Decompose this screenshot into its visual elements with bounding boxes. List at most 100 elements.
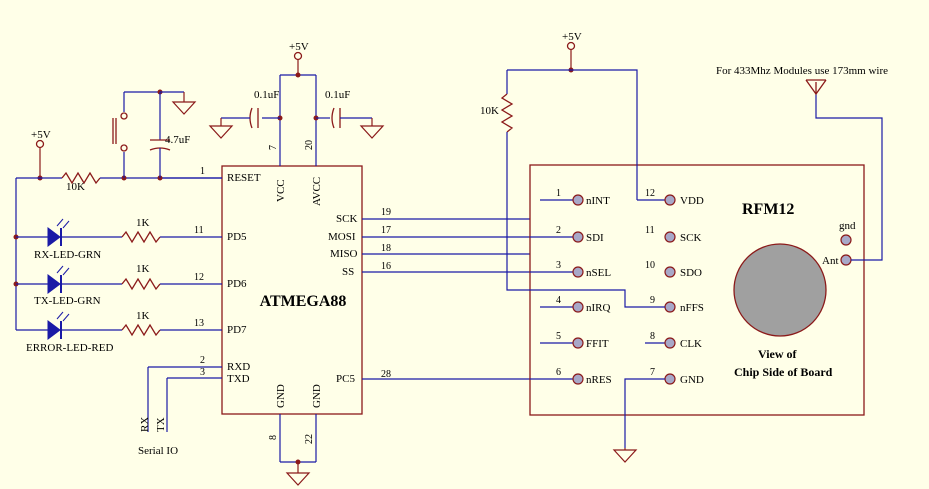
pin-gnd1-name: GND [275, 384, 287, 408]
svg-text:12: 12 [645, 188, 655, 199]
rfm12-title: RFM12 [742, 201, 794, 218]
mcu-name: ATMEGA88 [260, 293, 347, 310]
svg-text:nRES: nRES [586, 374, 612, 386]
svg-text:9: 9 [650, 295, 655, 306]
pin-reset-num: 1 [200, 166, 205, 177]
antenna-note: For 433Mhz Modules use 173mm wire [716, 65, 888, 77]
serial-rx-label: RX [139, 417, 151, 432]
pin-ss-name: SS [342, 266, 354, 278]
pin-gnd1-num: 8 [268, 435, 279, 440]
pin-miso-num: 18 [381, 243, 391, 254]
pin-pc5-num: 28 [381, 369, 391, 380]
cap-vcc-value: 0.1uF [254, 89, 279, 101]
pin-sck-name: SCK [336, 213, 357, 225]
pin-miso-name: MISO [330, 248, 358, 260]
rfm12-ant-pad [840, 254, 852, 266]
rfm12-gnd-pad [840, 234, 852, 246]
rfm12-gnd-label: gnd [839, 220, 856, 232]
rfm12-antenna-pad [733, 243, 827, 337]
vcc-left-label: +5V [31, 129, 51, 141]
pin-vcc-name: VCC [275, 179, 287, 202]
pin-vcc-num: 7 [268, 145, 279, 150]
pin-pd7-num: 13 [194, 318, 204, 329]
rfm12-pin-8: 8 CLK [645, 331, 702, 350]
svg-text:10: 10 [645, 260, 655, 271]
rfm12-pin-9: 9 nFFS [650, 295, 704, 314]
led-rx-group: RX-LED-GRN 1K [16, 217, 161, 261]
rfm12-pin-1: 1 nINT [540, 188, 610, 207]
rfm12-pin-10: 10 SDO [645, 260, 702, 279]
pin-avcc-name: AVCC [311, 177, 323, 206]
svg-text:nSEL: nSEL [586, 267, 611, 279]
pin-txd-name: TXD [227, 373, 250, 385]
svg-text:SCK: SCK [680, 232, 701, 244]
r-nsel-value: 10K [480, 105, 499, 117]
rfm12-pin-5: 5 FFIT [540, 331, 609, 350]
led-error-label: ERROR-LED-RED [26, 342, 113, 354]
led-tx-group: TX-LED-GRN 1K [16, 263, 161, 307]
pin-gnd2-name: GND [311, 384, 323, 408]
cap-reset-value: 4.7uF [165, 134, 190, 146]
svg-text:8: 8 [650, 331, 655, 342]
vcc-rfm-label: +5V [562, 31, 582, 43]
svg-text:VDD: VDD [680, 195, 704, 207]
pin-ss-num: 16 [381, 261, 391, 272]
pin-gnd2-num: 22 [304, 434, 315, 444]
svg-text:2: 2 [556, 225, 561, 236]
rfm12-view-line1: View of [758, 347, 798, 361]
pin-txd-num: 3 [200, 367, 205, 378]
net-antenna [815, 94, 883, 261]
r-rx-value: 1K [136, 217, 150, 229]
pin-pd5-num: 11 [194, 225, 204, 236]
pin-avcc-num: 20 [304, 140, 315, 150]
svg-text:SDI: SDI [586, 232, 604, 244]
rfm12-pin-4: 4 nIRQ [540, 295, 611, 314]
rfm12-pin-3: 3 nSEL [530, 260, 611, 279]
svg-text:SDO: SDO [680, 267, 702, 279]
rfm12-pin-12: 12 VDD [637, 188, 704, 207]
pin-pd5-name: PD5 [227, 231, 247, 243]
led-tx-label: TX-LED-GRN [34, 295, 101, 307]
svg-text:6: 6 [556, 367, 561, 378]
svg-text:nIRQ: nIRQ [586, 302, 611, 314]
net-vdd [507, 69, 638, 200]
rfm12-pin-11: 11 SCK [645, 225, 701, 244]
svg-text:nINT: nINT [586, 195, 610, 207]
pin-pd6-name: PD6 [227, 278, 247, 290]
svg-text:nFFS: nFFS [680, 302, 704, 314]
rfm12-ant-label: Ant [822, 255, 839, 267]
svg-text:4: 4 [556, 295, 561, 306]
pin-sck-num: 19 [381, 207, 391, 218]
svg-text:1: 1 [556, 188, 561, 199]
svg-text:5: 5 [556, 331, 561, 342]
r-reset-value: 10K [66, 181, 85, 193]
rfm12-pin-6: 6 nRES [530, 367, 612, 386]
mcu-chip-body [221, 165, 363, 415]
svg-text:3: 3 [556, 260, 561, 271]
svg-text:11: 11 [645, 225, 655, 236]
r-tx-value: 1K [136, 263, 150, 275]
pin-pd7-name: PD7 [227, 324, 247, 336]
led-error-group: ERROR-LED-RED 1K [16, 310, 161, 354]
serial-io-label: Serial IO [138, 445, 178, 457]
pin-rxd-name: RXD [227, 361, 250, 373]
cap-avcc-value: 0.1uF [325, 89, 350, 101]
pin-rxd-num: 2 [200, 355, 205, 366]
svg-text:CLK: CLK [680, 338, 702, 350]
led-rx-label: RX-LED-GRN [34, 249, 101, 261]
pin-reset-name: RESET [227, 172, 261, 184]
svg-text:FFIT: FFIT [586, 338, 609, 350]
pin-mosi-name: MOSI [328, 231, 356, 243]
net-nsel-pullup [506, 132, 665, 308]
pin-mosi-num: 17 [381, 225, 391, 236]
vcc-top-label: +5V [289, 41, 309, 53]
r-error-value: 1K [136, 310, 150, 322]
svg-text:GND: GND [680, 374, 704, 386]
serial-tx-label: TX [155, 417, 167, 432]
rfm12-view-line2: Chip Side of Board [734, 365, 833, 379]
net-gnd-rfm [624, 378, 665, 448]
svg-text:7: 7 [650, 367, 655, 378]
rfm12-pin-2: 2 SDI [530, 225, 604, 244]
pin-pc5-name: PC5 [336, 373, 355, 385]
